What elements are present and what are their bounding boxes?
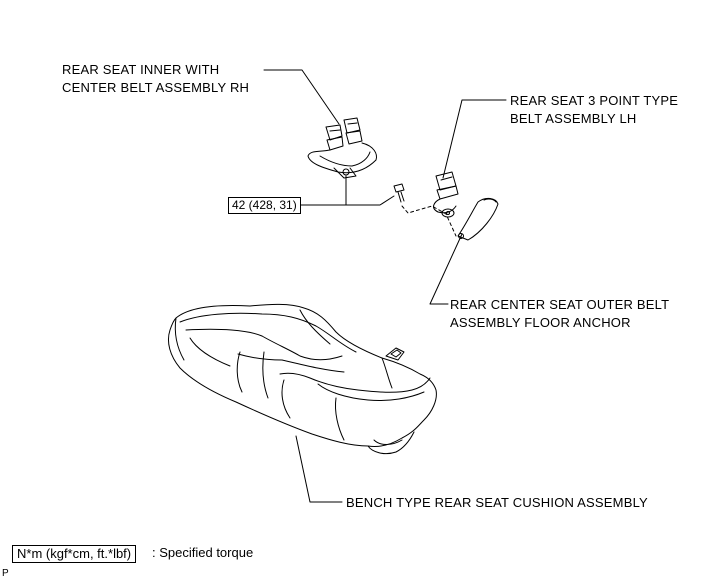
seat-cushion-drawing [167, 303, 437, 455]
three-point-belt-label-line-2: BELT ASSEMBLY LH [510, 111, 637, 126]
torque-unit-legend-text: : Specified torque [152, 545, 254, 560]
inner-belt-label-line-1: REAR SEAT INNER WITH [62, 62, 220, 77]
leader-line-torque [285, 195, 395, 206]
inner-belt-assembly [307, 117, 377, 179]
inner-belt-label-line-2: CENTER BELT ASSEMBLY RH [62, 80, 250, 95]
three-point-belt-label-line-1: REAR SEAT 3 POINT TYPE [510, 93, 679, 108]
three-point-belt-assembly [433, 171, 459, 218]
floor-anchor-label-line-2: ASSEMBLY FLOOR ANCHOR [450, 315, 631, 330]
floor-anchor-label: REAR CENTER SEAT OUTER BELT ASSEMBLY FLO… [450, 296, 669, 332]
three-point-belt-label: REAR SEAT 3 POINT TYPE BELT ASSEMBLY LH [510, 92, 678, 128]
corner-mark: P [2, 568, 9, 579]
leader-line-floor-anchor [429, 233, 463, 305]
assembly-dashed-line [401, 205, 457, 237]
torque-spec-box: 42 (428, 31) [228, 197, 301, 214]
torque-unit-legend-box: N*m (kgf*cm, ft.*lbf) [12, 545, 137, 563]
mounting-bolt [393, 183, 405, 203]
seat-cushion-label: BENCH TYPE REAR SEAT CUSHION ASSEMBLY [346, 495, 648, 510]
leader-line-seat-cushion [295, 435, 343, 503]
floor-anchor-assembly [457, 197, 499, 241]
inner-belt-label: REAR SEAT INNER WITH CENTER BELT ASSEMBL… [62, 61, 249, 97]
leader-line-three-point-belt [442, 99, 507, 179]
leader-line-inner-belt [263, 69, 340, 125]
floor-anchor-label-line-1: REAR CENTER SEAT OUTER BELT [450, 297, 670, 312]
